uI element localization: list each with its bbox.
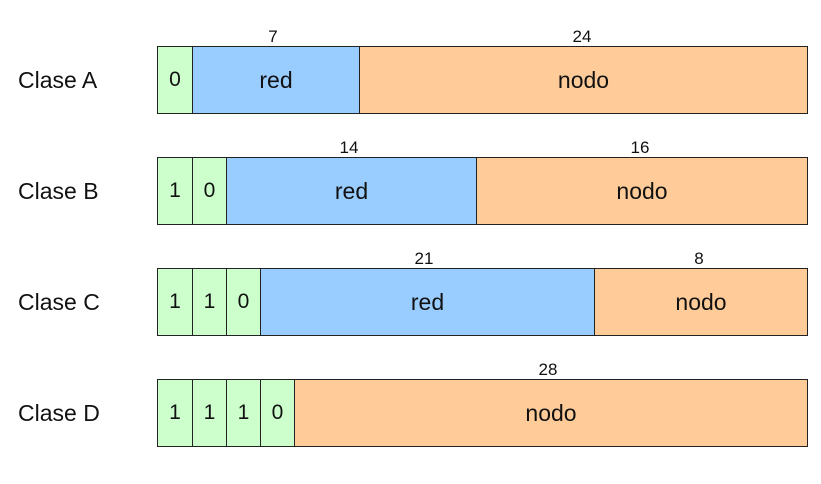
address-bar-clase-c: 1 1 0 red nodo [157,268,808,336]
row-label-clase-c: Clase C [18,289,100,315]
prefix-bit: 0 [192,158,226,224]
prefix-bit: 0 [260,380,294,446]
red-field: red [226,158,476,224]
row-label-clase-a: Clase A [18,67,98,93]
nodo-field: nodo [359,47,807,113]
nodo-field: nodo [594,269,807,335]
prefix-bit: 0 [158,47,192,113]
red-bits-label-clase-c: 21 [414,249,434,268]
red-field: red [192,47,359,113]
red-field: red [260,269,594,335]
red-bits-label-clase-a: 7 [268,27,278,46]
prefix-bit: 1 [192,269,226,335]
prefix-bit: 0 [226,269,260,335]
prefix-bit: 1 [192,380,226,446]
address-bar-clase-b: 1 0 red nodo [157,157,808,225]
prefix-bit: 1 [226,380,260,446]
row-label-clase-d: Clase D [18,400,100,426]
row-label-clase-b: Clase B [18,178,99,204]
prefix-bit: 1 [158,380,192,446]
nodo-bits-label-clase-b: 16 [630,138,650,157]
red-bits-label-clase-b: 14 [339,138,359,157]
nodo-field: nodo [476,158,807,224]
nodo-bits-label-clase-d: 28 [538,360,558,379]
prefix-bit: 1 [158,158,192,224]
prefix-bit: 1 [158,269,192,335]
address-bar-clase-a: 0 red nodo [157,46,808,114]
address-bar-clase-d: 1 1 1 0 nodo [157,379,808,447]
nodo-bits-label-clase-c: 8 [694,249,704,268]
nodo-field: nodo [294,380,807,446]
nodo-bits-label-clase-a: 24 [572,27,592,46]
